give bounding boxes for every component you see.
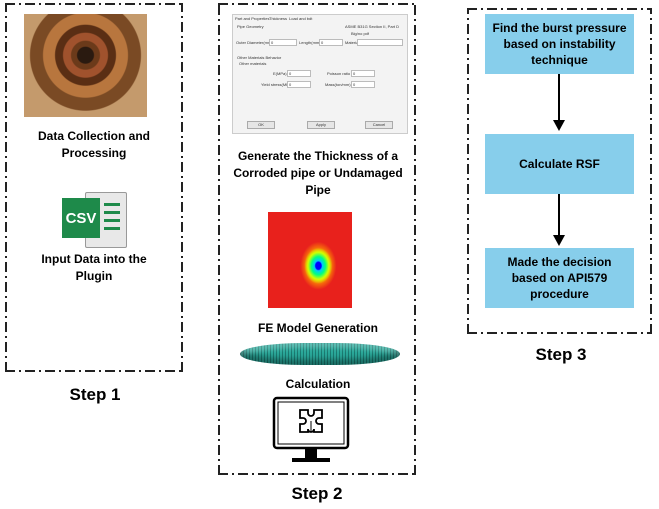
poisson-field[interactable]: 0 (351, 70, 375, 77)
yield-field[interactable]: 0 (287, 81, 311, 88)
generate-thickness-label: Generate the Thickness of a Corroded pip… (233, 149, 403, 197)
plugin-dialog: Part and Properties Thickness Load and b… (232, 14, 408, 134)
length-label: Length(mm) (299, 40, 321, 45)
e-field[interactable]: 0 (287, 70, 311, 77)
standard-label: ASME B31G Section II, Part D (345, 24, 400, 29)
arrow-1-line (558, 74, 560, 120)
burst-pressure-box: Find the burst pressure based on instabi… (485, 14, 634, 74)
tab-part-properties[interactable]: Part and Properties (235, 16, 270, 21)
pipe-mesh-image (240, 343, 400, 365)
calculation-label: Calculation (285, 377, 351, 391)
material-label: Material (345, 40, 360, 45)
apply-button[interactable]: Apply (307, 121, 335, 129)
arrow-2-line (558, 194, 560, 235)
mass-field[interactable]: 0 (351, 81, 375, 88)
other-materials-checkbox[interactable]: Other materials (239, 61, 267, 66)
pipe-geometry-heading: Pipe Geometry (237, 24, 264, 29)
input-data-label: Input Data into the Plugin (41, 252, 147, 283)
fe-heatmap-image (268, 212, 352, 308)
decision-box: Made the decision based on API579 proced… (485, 248, 634, 308)
arrow-2-head (553, 235, 565, 246)
step3-label: Step 3 (535, 345, 587, 364)
other-materials-heading: Other Materials Behavior (237, 55, 282, 60)
yield-label: Yield stress(MPa) (261, 82, 293, 87)
calculate-rsf-box: Calculate RSF (485, 134, 634, 194)
poisson-label: Poisson ratio (327, 71, 351, 76)
corroded-pipe-photo (24, 14, 147, 117)
step2-label: Step 2 (291, 484, 343, 503)
length-field[interactable]: 0 (319, 39, 343, 46)
mass-label: Mass(ton/mm) (325, 82, 351, 87)
tab-thickness[interactable]: Thickness (269, 16, 288, 21)
data-collection-label: Data Collection and Processing (37, 129, 150, 160)
defect-checkbox[interactable]: Big/no pdf (351, 31, 370, 36)
arrow-1-head (553, 120, 565, 131)
step1-label: Step 1 (69, 385, 121, 404)
material-select[interactable] (357, 39, 403, 46)
csv-label-icon: CSV (62, 198, 100, 238)
computer-puzzle-icon (272, 396, 350, 462)
ok-button[interactable]: OK (247, 121, 275, 129)
outer-diameter-label: Outer Diameter(mm) (236, 40, 273, 45)
e-label: E(MPa) (273, 71, 287, 76)
fe-model-label: FE Model Generation (257, 321, 378, 335)
cancel-button[interactable]: Cancel (365, 121, 393, 129)
outer-diameter-field[interactable]: 0 (269, 39, 297, 46)
tab-load[interactable]: Load and bdt (289, 16, 313, 21)
